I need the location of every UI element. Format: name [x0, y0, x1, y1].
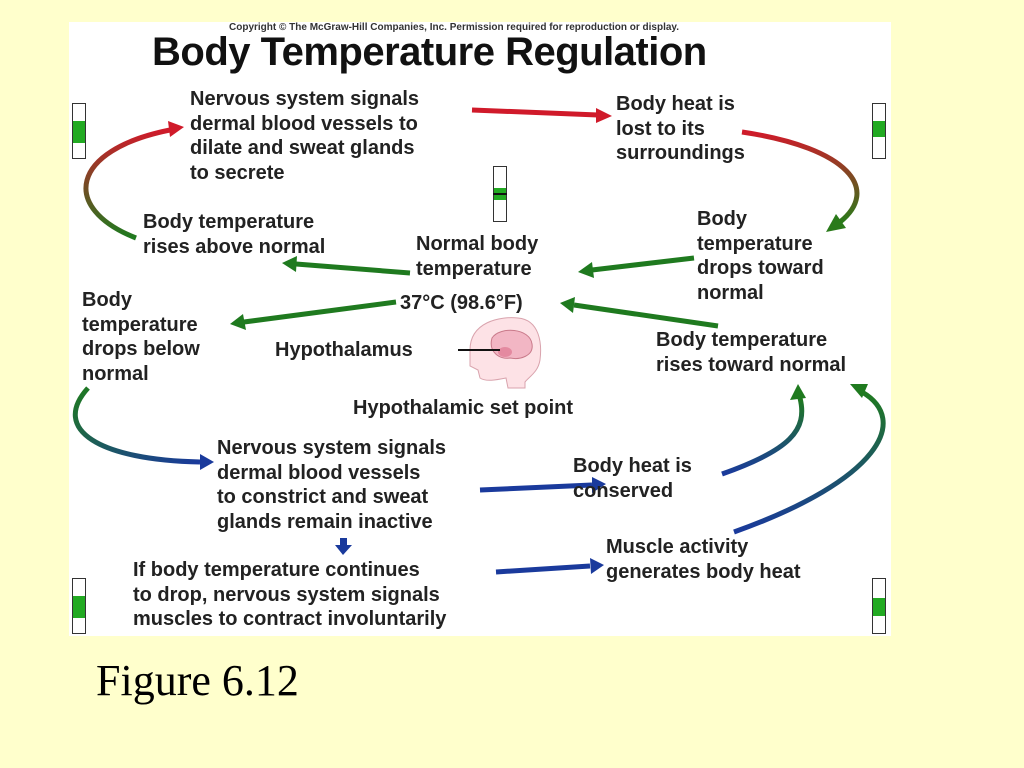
- copyright-notice: Copyright © The McGraw-Hill Companies, I…: [229, 22, 680, 33]
- arrow-normal-to-rises-above: [282, 256, 411, 276]
- thermometer-icon: [72, 578, 86, 634]
- arrow-setpoint-to-drops-below: [230, 299, 397, 330]
- thermometer-icon: [872, 578, 886, 634]
- label-muscle-activity: Muscle activity generates body heat: [606, 536, 801, 583]
- arrow-drops-toward-to-normal: [578, 255, 695, 278]
- arrow-heat-lost-to-drops-toward: [741, 129, 860, 232]
- label-normal-body-temp: Normal body temperature: [416, 233, 539, 280]
- label-continues-drop: If body temperature continues to drop, n…: [133, 559, 447, 630]
- thermometer-icon: [872, 103, 886, 159]
- arrow-dilate-to-heat-lost: [471, 107, 612, 123]
- label-setpoint-value: 37°C (98.6°F): [400, 292, 523, 314]
- arrow-drops-below-to-constrict: [72, 386, 214, 470]
- label-hypothalamus: Hypothalamus: [275, 339, 413, 361]
- label-hypothalamic-set-point: Hypothalamic set point: [353, 397, 574, 419]
- label-drops-below-normal: Body temperature drops below normal: [82, 289, 200, 385]
- arrow-rises-toward-to-setpoint: [560, 297, 719, 329]
- arrow-continues-to-muscle: [495, 558, 604, 575]
- figure-caption: Figure 6.12: [96, 656, 299, 705]
- arrow-rises-above-to-dilate: [83, 121, 184, 241]
- label-rises-toward-normal: Body temperature rises toward normal: [656, 329, 847, 376]
- arrow-constrict-down: [335, 538, 352, 555]
- head-illustration: [458, 317, 542, 389]
- label-heat-lost: Body heat is lost to its surroundings: [616, 93, 745, 164]
- label-heat-conserved: Body heat is conserved: [573, 455, 692, 502]
- label-nervous-dilate: Nervous system signals dermal blood vess…: [190, 88, 419, 184]
- arrow-muscle-to-rises-toward: [733, 384, 886, 535]
- label-drops-toward-normal: Body temperature drops toward normal: [697, 208, 824, 304]
- thermometer-icon: [72, 103, 86, 159]
- label-temp-rises-above: Body temperature rises above normal: [143, 211, 326, 258]
- diagram-title: Body Temperature Regulation: [152, 30, 707, 74]
- label-nervous-constrict: Nervous system signals dermal blood vess…: [217, 437, 446, 533]
- thermometer-icon: [493, 166, 507, 222]
- arrow-conserved-to-rises-toward: [721, 384, 806, 477]
- arrow-constrict-to-conserved: [479, 477, 606, 493]
